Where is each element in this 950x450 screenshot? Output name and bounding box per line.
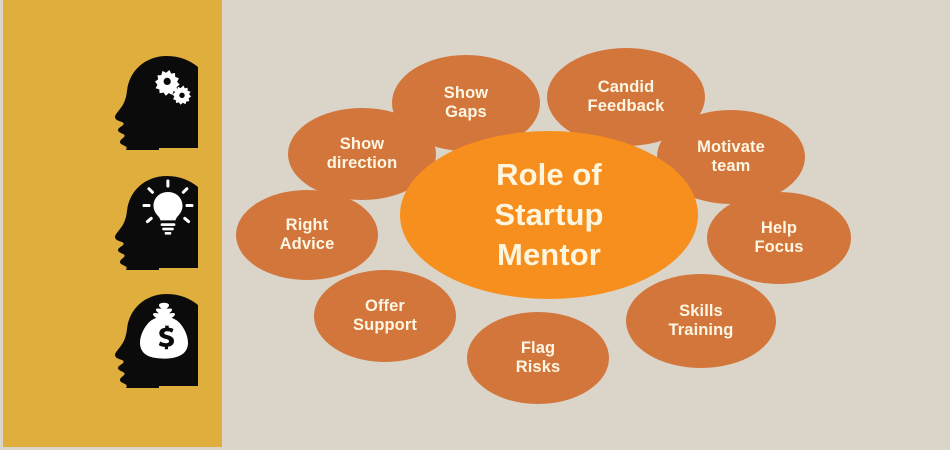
node-right-advice[interactable]: Right Advice (236, 190, 378, 280)
node-offer-support[interactable]: Offer Support (314, 270, 456, 362)
node-label: Flag Risks (515, 338, 561, 376)
node-label: Show Gaps (443, 83, 489, 121)
node-label: Show direction (326, 134, 398, 172)
radial-diagram: Show Gaps Candid Feedback Motivate team … (222, 0, 950, 450)
head-silhouette-moneybag-icon (112, 292, 198, 388)
node-flag-risks[interactable]: Flag Risks (467, 312, 609, 404)
node-label: Candid Feedback (587, 77, 665, 115)
node-skills-training[interactable]: Skills Training (626, 274, 776, 368)
node-label: Right Advice (279, 215, 335, 253)
node-label: Offer Support (353, 296, 417, 334)
center-node-label: Role of Startup Mentor (494, 156, 604, 273)
node-label: Motivate team (697, 137, 765, 175)
node-help-focus[interactable]: Help Focus (707, 192, 851, 284)
node-label: Skills Training (668, 301, 734, 339)
head-silhouette-gears-icon (112, 54, 198, 150)
node-label: Help Focus (754, 218, 804, 256)
node-center-role-of-startup-mentor[interactable]: Role of Startup Mentor (400, 131, 698, 299)
head-silhouette-lightbulb-icon (112, 174, 198, 270)
